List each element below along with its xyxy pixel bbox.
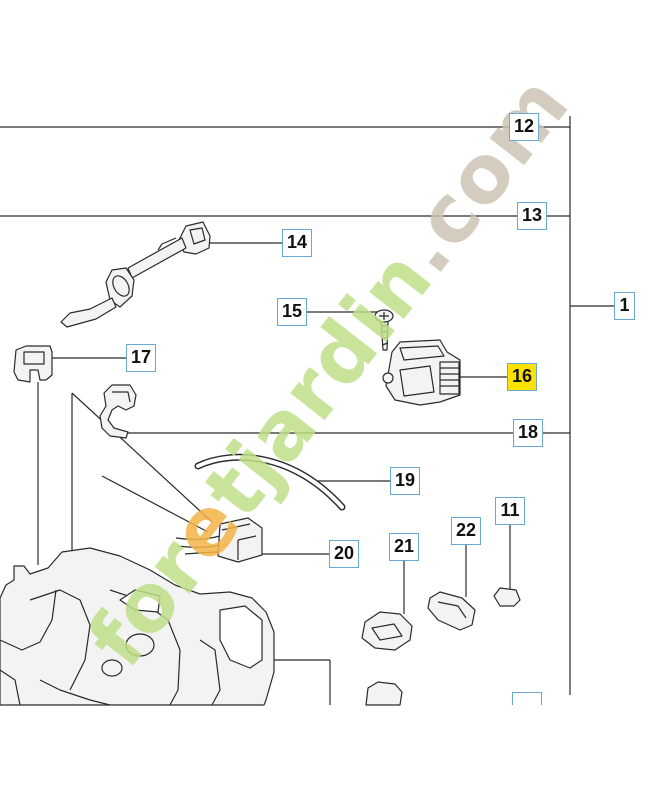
callout-14[interactable]: 14 bbox=[282, 229, 312, 257]
ignition-block-part bbox=[175, 517, 263, 563]
connector-21-body bbox=[361, 611, 413, 651]
clip-22-body bbox=[427, 591, 476, 631]
throttle-rod-lever bbox=[60, 297, 117, 328]
throttle-rod-part bbox=[60, 221, 211, 328]
housing-right-cavity bbox=[219, 605, 263, 669]
housing-inner-right bbox=[199, 639, 221, 706]
clip-17-detail bbox=[23, 351, 45, 365]
housing-boss-upper bbox=[125, 633, 155, 657]
callout-20[interactable]: 20 bbox=[329, 540, 359, 568]
screw-part bbox=[374, 309, 394, 351]
switch-button bbox=[439, 361, 460, 395]
callout-19[interactable]: 19 bbox=[390, 467, 420, 495]
housing-inner-rib bbox=[29, 589, 91, 691]
clip-11-body bbox=[493, 587, 521, 607]
housing-boss-lower bbox=[101, 659, 123, 677]
partial-part-bottom bbox=[365, 681, 403, 706]
callout-17[interactable]: 17 bbox=[126, 344, 156, 372]
housing-window bbox=[119, 589, 161, 613]
throttle-rod-shaft bbox=[127, 237, 187, 279]
switch-front-detail bbox=[399, 365, 435, 397]
callout-11[interactable]: 11 bbox=[495, 497, 525, 525]
clip-18-body bbox=[99, 384, 137, 439]
clip-part-18 bbox=[99, 384, 137, 439]
connector-21-detail bbox=[371, 623, 403, 641]
switch-screw-hole bbox=[382, 372, 394, 384]
stop-switch-part bbox=[382, 339, 461, 406]
part-drawings bbox=[0, 221, 521, 706]
guide-line-diagonal-lower bbox=[101, 475, 209, 533]
callout-21[interactable]: 21 bbox=[389, 533, 419, 561]
clip-part-22 bbox=[427, 591, 476, 631]
switch-button-ribs bbox=[440, 367, 459, 387]
housing-part bbox=[0, 547, 275, 706]
callout-16[interactable]: 16 bbox=[507, 363, 537, 391]
guide-line-diagonal-upper bbox=[71, 392, 213, 523]
clip-22-detail bbox=[437, 601, 467, 619]
callout-12[interactable]: 12 bbox=[509, 113, 539, 141]
connector-part-21 bbox=[361, 611, 413, 651]
throttle-rod-bracket-detail bbox=[189, 227, 206, 245]
housing-bottom-edge bbox=[0, 669, 111, 706]
callout-13[interactable]: 13 bbox=[517, 202, 547, 230]
screw-head-cross bbox=[379, 312, 389, 320]
leader-lines bbox=[0, 116, 614, 705]
switch-top-detail bbox=[399, 345, 445, 361]
callout-18[interactable]: 18 bbox=[513, 419, 543, 447]
throttle-rod-shaft-detail bbox=[157, 237, 177, 251]
partial-part-outline bbox=[365, 681, 403, 706]
screw-threads bbox=[380, 324, 389, 346]
callout-22[interactable]: 22 bbox=[451, 517, 481, 545]
block-wires bbox=[175, 535, 221, 555]
throttle-rod-ring bbox=[112, 275, 130, 297]
housing-inner-left bbox=[0, 589, 57, 651]
hose-inner bbox=[196, 455, 344, 509]
clip-part-11 bbox=[493, 587, 521, 607]
hose-part bbox=[194, 453, 346, 511]
housing-outline bbox=[0, 547, 275, 706]
callout-partial[interactable] bbox=[512, 692, 542, 705]
callout-15[interactable]: 15 bbox=[277, 298, 307, 326]
watermark-segment-4: .com bbox=[377, 59, 586, 290]
callout-1[interactable]: 1 bbox=[614, 292, 635, 320]
clip-part-17 bbox=[13, 345, 53, 383]
block-detail bbox=[221, 523, 257, 560]
clip-18-detail bbox=[112, 391, 131, 403]
